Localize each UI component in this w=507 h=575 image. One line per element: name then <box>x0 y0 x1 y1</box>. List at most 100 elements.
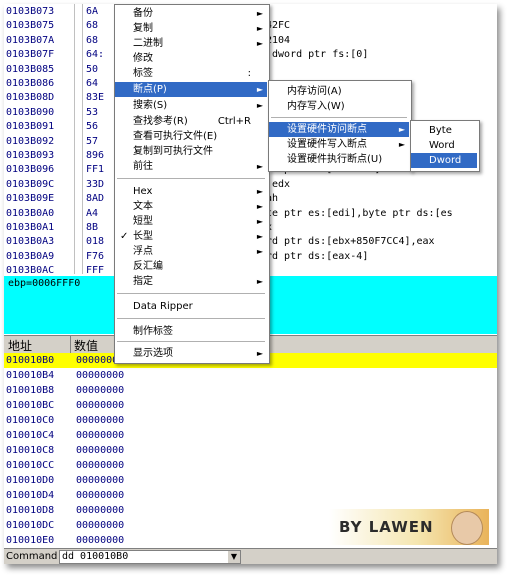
dump-value: 00000000 <box>76 385 125 396</box>
dump-address: 010010C8 <box>6 445 55 456</box>
instruction-hex: 6A <box>86 6 99 17</box>
instruction-hex: F76 <box>86 250 105 262</box>
dump-address: 010010CC <box>6 460 55 471</box>
chevron-down-icon[interactable]: ▼ <box>228 551 240 563</box>
dump-row[interactable]: 010010C8 00000000 <box>4 443 497 458</box>
instruction-hex: 50 <box>86 63 99 75</box>
instruction-address: 0103B09C <box>6 178 55 190</box>
watermark-logo: BY LAWEN <box>329 509 489 545</box>
menu-item[interactable]: 复制► <box>115 21 267 36</box>
submenu-arrow-icon: ► <box>256 232 263 241</box>
submenu-arrow-icon: ► <box>256 247 263 256</box>
menu-item[interactable]: 设置硬件执行断点(U) <box>269 152 409 167</box>
menu-item[interactable]: 复制到可执行文件 <box>115 144 267 159</box>
dump-row[interactable]: 010010B8 00000000 <box>4 383 497 398</box>
dump-address: 010010C4 <box>6 430 55 441</box>
menu-item-label: 短型 <box>133 216 153 227</box>
instruction-text: ,dword ptr fs:[0] <box>266 49 369 61</box>
menu-item[interactable]: 设置硬件写入断点► <box>269 137 409 152</box>
menu-item[interactable]: 查找参考(R)Ctrl+R <box>115 114 267 129</box>
menu-item-label: 设置硬件访问断点 <box>287 124 367 135</box>
menu-item[interactable]: Data Ripper <box>115 299 267 314</box>
dump-address: 010010D0 <box>6 475 55 486</box>
menu-item[interactable]: 备份► <box>115 6 267 21</box>
menu-item[interactable]: 浮点► <box>115 244 267 259</box>
menu-item[interactable]: 反汇编 <box>115 259 267 274</box>
dump-address: 010010B4 <box>6 370 55 381</box>
menu-item[interactable]: 标签: <box>115 66 267 81</box>
menu-item[interactable]: 设置硬件访问断点 ► <box>269 122 409 137</box>
submenu-arrow-icon: ► <box>256 24 263 33</box>
menu-item-label: 内存访问(A) <box>287 86 342 97</box>
instruction-address: 0103B0AC <box>6 265 55 277</box>
menu-item[interactable]: 显示选项► <box>115 346 267 361</box>
menu-item-label: 制作标签 <box>133 326 173 337</box>
disasm-row[interactable]: 0103B085 50 <box>4 62 497 77</box>
submenu-arrow-icon: ► <box>398 125 405 134</box>
value-column-header[interactable]: 数值 <box>74 339 99 353</box>
instruction-hex: 8B <box>86 222 99 233</box>
menu-item-label: 设置硬件写入断点 <box>287 139 367 150</box>
submenu-arrow-icon: ► <box>256 187 263 196</box>
instruction-address: 0103B096 <box>6 164 55 176</box>
dump-address: 010010E0 <box>6 535 55 546</box>
menu-item[interactable]: 搜索(S)► <box>115 98 267 113</box>
menu-item[interactable]: Dword <box>411 153 477 168</box>
instruction-hex: 68 <box>86 20 99 32</box>
instruction-address: 0103B07F <box>6 49 55 61</box>
submenu-arrow-icon: ► <box>256 202 263 211</box>
menu-item[interactable]: 内存访问(A) <box>269 84 409 99</box>
menu-item[interactable]: 断点(P)► <box>115 82 267 97</box>
menu-item[interactable]: ✓长型► <box>115 229 267 244</box>
dump-value: 00000000 <box>76 490 125 501</box>
menu-item[interactable]: Hex► <box>115 184 267 199</box>
dump-address: 010010B8 <box>6 385 55 396</box>
menu-item-label: 前往 <box>133 161 153 172</box>
instruction-address: 0103B085 <box>6 63 55 75</box>
address-column-header[interactable]: 地址 <box>8 339 33 353</box>
instruction-hex: 64 <box>86 78 99 89</box>
menu-item[interactable]: Byte <box>411 123 477 138</box>
menu-item[interactable]: 二进制► <box>115 36 267 51</box>
menu-item[interactable]: 短型► <box>115 214 267 229</box>
menu-item[interactable]: 修改 <box>115 51 267 66</box>
menu-item[interactable]: 内存写入(W) <box>269 99 409 114</box>
menu-item[interactable]: 前往► <box>115 159 267 174</box>
instruction-hex: FF1 <box>86 164 105 176</box>
menu-item[interactable]: 制作标签 <box>115 324 267 339</box>
dump-value: 00000000 <box>76 445 125 456</box>
submenu-arrow-icon: ► <box>256 277 263 286</box>
command-input[interactable]: dd 010010B0 ▼ <box>59 550 241 564</box>
menu-item[interactable]: 文本► <box>115 199 267 214</box>
menu-item[interactable]: 指定► <box>115 274 267 289</box>
menu-item-label: 长型 <box>133 231 153 242</box>
command-bar: Command : dd 010010B0 ▼ <box>4 548 497 564</box>
menu-item[interactable]: 查看可执行文件(E) <box>115 129 267 144</box>
menu-item[interactable]: Word <box>411 138 477 153</box>
